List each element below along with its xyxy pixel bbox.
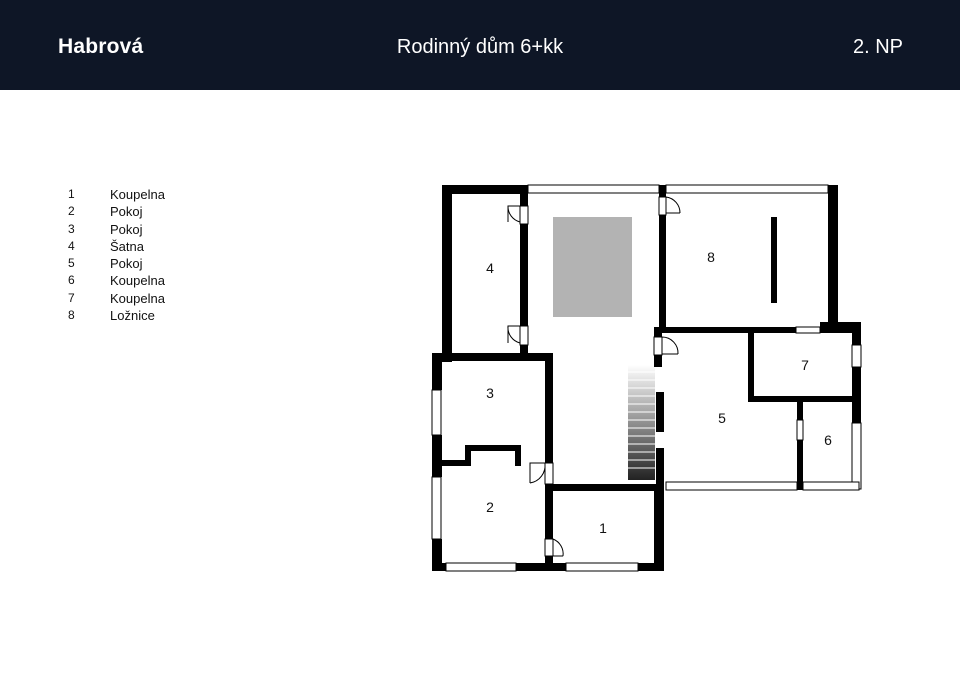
room-label-5: 5 [718, 410, 726, 426]
page-title: Rodinný dům 6+kk [396, 36, 564, 58]
legend-item: 2 Pokoj [68, 203, 165, 220]
staircase [628, 365, 655, 480]
legend-item: 3 Pokoj [68, 221, 165, 238]
legend-item: 5 Pokoj [68, 255, 165, 272]
brand-name: Habrová [58, 35, 144, 58]
legend-label: Pokoj [110, 256, 143, 272]
legend-number: 5 [68, 256, 75, 271]
legend-label: Pokoj [110, 204, 143, 220]
room-label-7: 7 [801, 357, 809, 373]
legend-number: 2 [68, 204, 75, 219]
legend-label: Koupelna [110, 273, 165, 289]
legend-label: Šatna [110, 238, 144, 254]
legend-item: 4 Šatna [68, 238, 165, 255]
legend-item: 7 Koupelna [68, 290, 165, 307]
header-bar: Habrová Rodinný dům 6+kk 2. NP [0, 0, 960, 90]
legend-label: Ložnice [110, 308, 155, 324]
room-label-4: 4 [486, 260, 494, 276]
legend-number: 1 [68, 187, 75, 201]
legend-item: 8 Ložnice [68, 307, 165, 324]
void-opening [553, 217, 632, 317]
legend-label: Koupelna [110, 187, 165, 202]
legend-item: 6 Koupelna [68, 272, 165, 289]
legend-number: 6 [68, 273, 75, 288]
legend-number: 3 [68, 221, 75, 236]
floor-label: 2. NP [852, 36, 903, 58]
room-label-1: 1 [599, 520, 607, 536]
walls [432, 185, 861, 571]
legend-label: Pokoj [110, 221, 143, 237]
legend-number: 4 [68, 238, 75, 253]
legend-label: Koupelna [110, 290, 165, 306]
room-label-3: 3 [486, 385, 494, 401]
legend-number: 8 [68, 308, 75, 323]
legend-number: 7 [68, 290, 75, 305]
room-label-8: 8 [707, 249, 715, 265]
room-label-2: 2 [486, 499, 494, 515]
door-swings [507, 196, 681, 557]
room-label-6: 6 [824, 432, 832, 448]
legend-item: 1 Koupelna [68, 186, 165, 203]
